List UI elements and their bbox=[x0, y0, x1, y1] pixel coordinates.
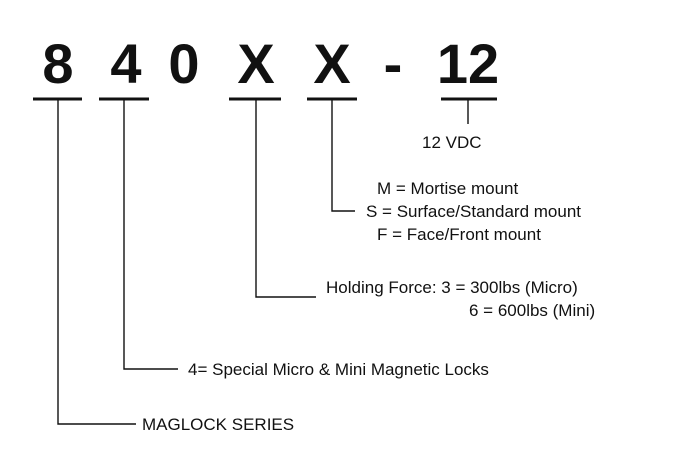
series-label: MAGLOCK SERIES bbox=[142, 415, 294, 434]
code-placeholder-mount: X bbox=[313, 32, 350, 95]
mount-option-s: S = Surface/Standard mount bbox=[366, 202, 581, 221]
code-dash: - bbox=[384, 32, 403, 95]
legend-labels: 12 VDC M = Mortise mount S = Surface/Sta… bbox=[142, 133, 595, 434]
part-number-code: 8 4 0 X X - 12 bbox=[42, 32, 499, 95]
force-option-6: 6 = 600lbs (Mini) bbox=[469, 301, 595, 320]
type-label: 4= Special Micro & Mini Magnetic Locks bbox=[188, 360, 489, 379]
code-digit-type: 4 bbox=[110, 32, 141, 95]
code-voltage: 12 bbox=[437, 32, 499, 95]
code-digit-zero: 0 bbox=[168, 32, 199, 95]
leader-series bbox=[57, 99, 136, 425]
mount-option-m: M = Mortise mount bbox=[377, 179, 519, 198]
code-placeholder-force: X bbox=[237, 32, 274, 95]
leader-type bbox=[123, 99, 178, 370]
force-option-3: Holding Force: 3 = 300lbs (Micro) bbox=[326, 278, 578, 297]
voltage-label: 12 VDC bbox=[422, 133, 482, 152]
leader-mount bbox=[331, 99, 355, 212]
leader-lines bbox=[57, 99, 469, 425]
code-digit-series: 8 bbox=[42, 32, 73, 95]
leader-force bbox=[255, 99, 316, 298]
mount-option-f: F = Face/Front mount bbox=[377, 225, 541, 244]
